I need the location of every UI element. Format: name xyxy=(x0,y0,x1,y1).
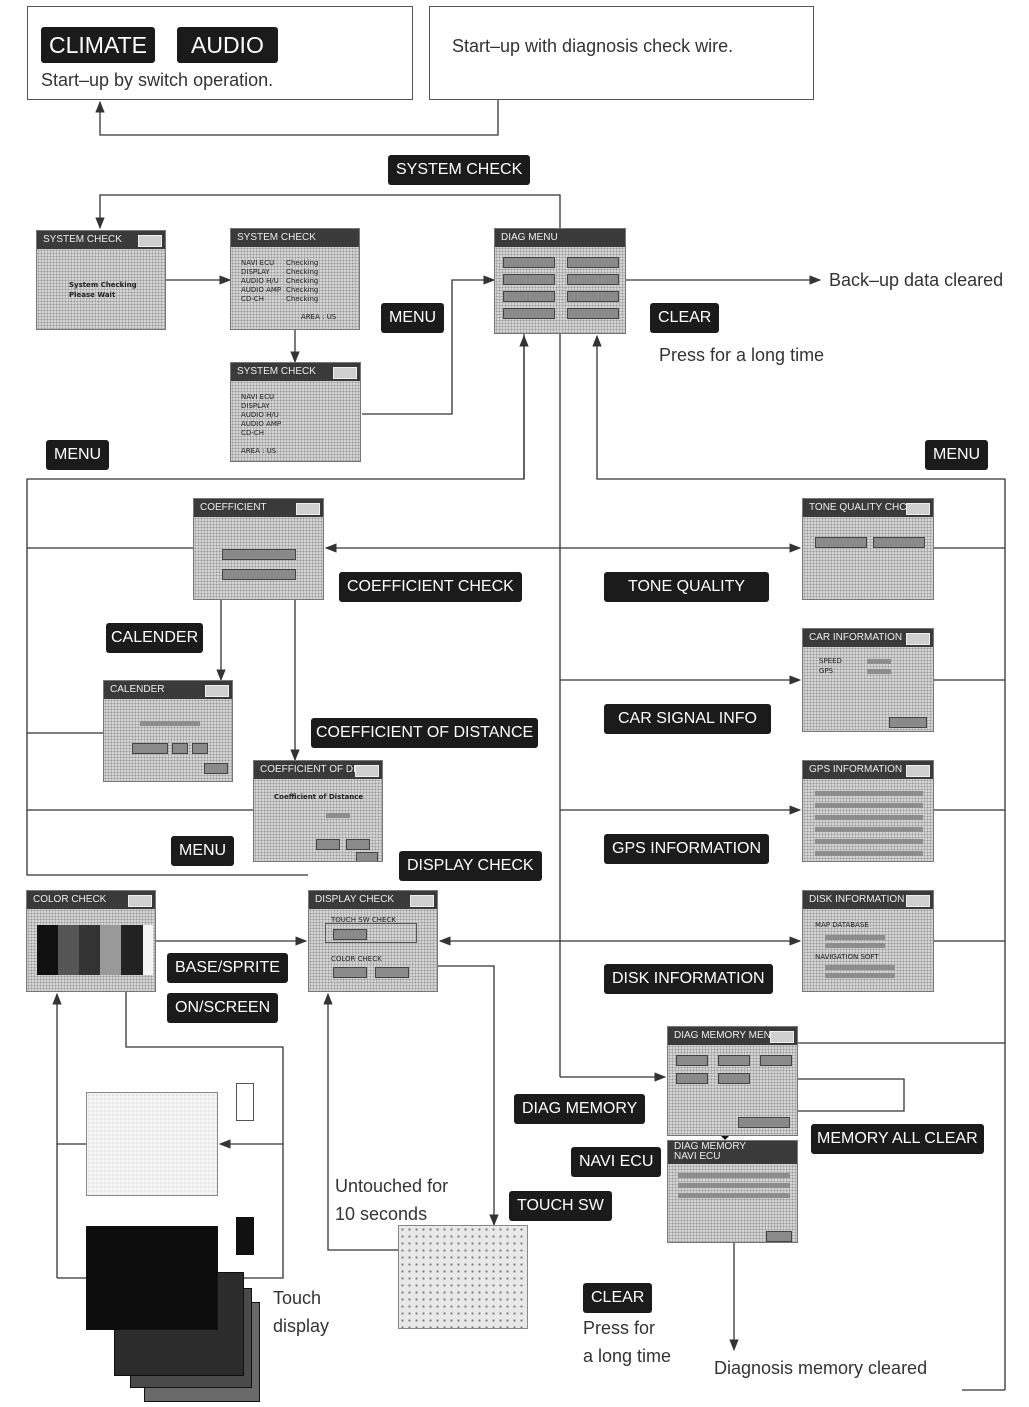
label-tone-quality[interactable]: TONE QUALITY xyxy=(604,572,770,602)
label-diag-memory[interactable]: DIAG MEMORY xyxy=(514,1094,646,1124)
color-bar-4 xyxy=(100,925,121,975)
label-menu-left[interactable]: MENU xyxy=(46,440,110,470)
system-check-line xyxy=(95,194,561,230)
color-bar-6 xyxy=(143,925,153,975)
press-long-text: Press for a long time xyxy=(659,345,825,365)
label-display-check[interactable]: DISPLAY CHECK xyxy=(399,851,542,881)
audio-button[interactable]: AUDIO xyxy=(177,27,278,63)
black-display-panel[interactable] xyxy=(86,1226,218,1330)
wire-startup-box xyxy=(429,6,814,100)
label-coefficient-of-distance[interactable]: COEFFICIENT OF DISTANCE xyxy=(311,718,539,748)
calender-screen[interactable]: CALENDER xyxy=(103,680,233,782)
startup-switch-text: Start–up by switch operation. xyxy=(41,70,274,90)
label-on-screen[interactable]: ON/SCREEN xyxy=(167,993,279,1023)
system-check-screen-3: SYSTEM CHECK NAVI ECU DISPLAY AUDIO H/U … xyxy=(230,362,361,462)
color-bar-3 xyxy=(79,925,100,975)
display-check-screen[interactable]: DISPLAY CHECK TOUCH SW CHECK COLOR CHECK xyxy=(308,890,438,992)
label-calender[interactable]: CALENDER xyxy=(106,623,204,653)
coefficient-screen[interactable]: COEFFICIENT xyxy=(193,498,324,600)
coefficient-of-distance-screen[interactable]: COEFFICIENT OF DIST. Coefficient of Dist… xyxy=(253,760,383,862)
backup-cleared-text: Back–up data cleared xyxy=(829,270,1004,290)
touch-grid-panel[interactable] xyxy=(398,1225,528,1329)
system-check-screen-2: SYSTEM CHECK NAVI ECU DISPLAY AUDIO H/U … xyxy=(230,228,360,330)
label-clear-bottom[interactable]: CLEAR xyxy=(583,1283,653,1313)
label-menu-bottom[interactable]: MENU xyxy=(171,836,235,866)
memory-clear-loop xyxy=(798,1078,905,1112)
menu-right-loop xyxy=(592,334,1006,1390)
label-memory-all-clear[interactable]: MEMORY ALL CLEAR xyxy=(811,1124,984,1154)
startup-wire-text: Start–up with diagnosis check wire. xyxy=(452,36,734,56)
label-menu-center[interactable]: MENU xyxy=(381,303,445,333)
diag-memory-cleared-text: Diagnosis memory cleared xyxy=(714,1358,928,1378)
label-coefficient-check[interactable]: COEFFICIENT CHECK xyxy=(339,572,522,602)
diag-memory-navi-screen[interactable]: DIAG MEMORY NAVI ECU xyxy=(667,1140,798,1243)
white-display-panel[interactable] xyxy=(86,1092,218,1196)
untouched-text-2: 10 seconds xyxy=(335,1204,428,1224)
label-base-sprite[interactable]: BASE/SPRITE xyxy=(167,953,288,983)
diag-menu-screen[interactable]: DIAG MENU xyxy=(494,228,626,334)
press-for-text: Press for xyxy=(583,1318,656,1338)
car-information-screen[interactable]: CAR INFORMATION SPEED GPS xyxy=(802,628,934,732)
touch-text-1: Touch xyxy=(273,1288,322,1308)
color-check-screen[interactable]: COLOR CHECK xyxy=(26,890,156,992)
label-disk-information[interactable]: DISK INFORMATION xyxy=(604,964,773,994)
white-sprite-indicator xyxy=(236,1083,254,1121)
gps-information-screen[interactable]: GPS INFORMATION xyxy=(802,760,934,862)
color-bar-2 xyxy=(58,925,79,975)
color-bar-5 xyxy=(121,925,143,975)
label-car-signal-info[interactable]: CAR SIGNAL INFO xyxy=(604,704,771,734)
touch-loop xyxy=(436,965,499,1227)
startup-loop xyxy=(95,100,499,136)
label-system-check[interactable]: SYSTEM CHECK xyxy=(388,155,531,185)
color-bar-1 xyxy=(37,925,58,975)
untouched-text-1: Untouched for xyxy=(335,1176,449,1196)
system-check-screen-1: SYSTEM CHECK System Checking Please Wait xyxy=(36,230,166,330)
tone-quality-screen[interactable]: TONE QUALITY CHCK xyxy=(802,498,934,600)
label-clear[interactable]: CLEAR xyxy=(650,303,720,333)
long-time-text: a long time xyxy=(583,1346,672,1366)
diag-memory-menu-screen[interactable]: DIAG MEMORY MENU xyxy=(667,1026,798,1136)
black-sprite-indicator xyxy=(236,1217,254,1255)
label-menu-right[interactable]: MENU xyxy=(925,440,989,470)
sc3-to-diag xyxy=(362,275,496,415)
disk-information-screen[interactable]: DISK INFORMATION MAP DATABASE NAVIGATION… xyxy=(802,890,934,992)
touch-text-2: display xyxy=(273,1316,330,1336)
label-navi-ecu[interactable]: NAVI ECU xyxy=(571,1147,662,1177)
climate-button[interactable]: CLIMATE xyxy=(41,27,155,63)
label-touch-sw[interactable]: TOUCH SW xyxy=(509,1191,612,1221)
label-gps-information[interactable]: GPS INFORMATION xyxy=(604,834,770,864)
